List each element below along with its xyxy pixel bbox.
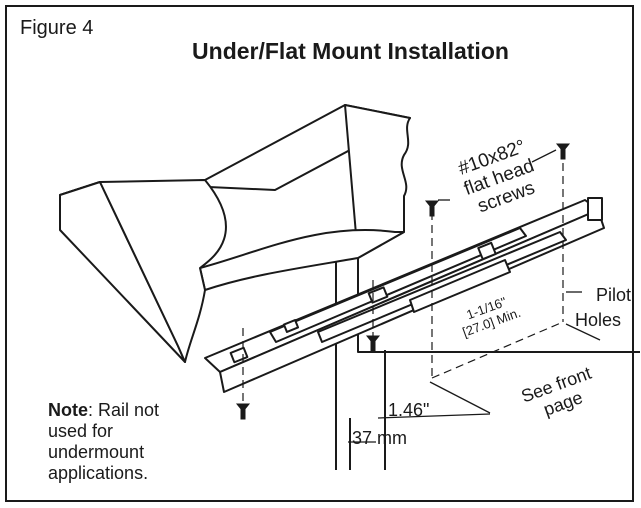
note-body: : Rail not used for undermount applicati… (48, 400, 160, 483)
note-text: Note: Rail not used for undermount appli… (48, 400, 173, 484)
screw-icon (555, 143, 571, 160)
dimension-leader (429, 381, 491, 414)
dimension-leader (377, 413, 491, 419)
slide-rail (204, 197, 605, 393)
screw-icon (365, 335, 381, 352)
figure-label: Figure 4 (20, 17, 94, 39)
pilot-label-line1: Pilot (596, 285, 631, 305)
figure-frame (5, 5, 634, 502)
width-label-line2: 37 mm (352, 428, 407, 448)
note-bold: Note (48, 400, 88, 420)
figure-title: Under/Flat Mount Installation (192, 38, 509, 64)
pilot-label-line2: Holes (575, 310, 621, 330)
width-label-line1: 1.46" (388, 400, 429, 420)
dimension-leader (565, 323, 601, 341)
dimension-line (431, 321, 564, 379)
screw-icon (424, 200, 440, 217)
screws-leader (531, 149, 557, 163)
cabinet (335, 258, 640, 470)
screw-icon (235, 403, 251, 420)
drawer-box (59, 104, 411, 363)
